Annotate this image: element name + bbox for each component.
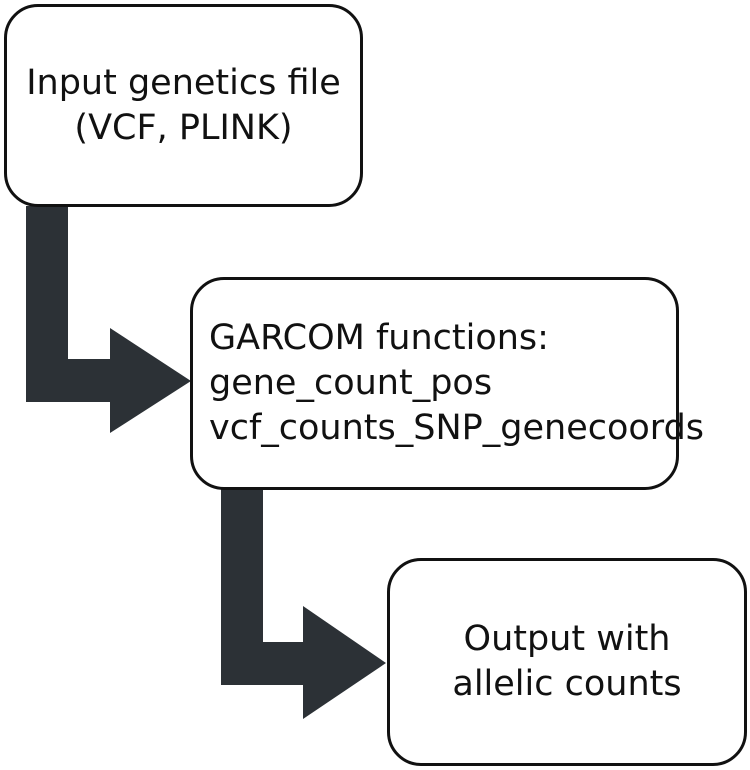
node-text-line: allelic counts <box>452 664 682 704</box>
node-input-genetics-file: Input genetics file (VCF, PLINK) <box>4 4 363 207</box>
node-text-line: Output with <box>463 619 671 659</box>
node-text-line: Input genetics file <box>26 62 341 103</box>
node-text-line: (VCF, PLINK) <box>74 107 293 148</box>
arrow-garcom-to-output-icon <box>221 489 386 719</box>
node-garcom-functions: GARCOM functions: gene_count_pos vcf_cou… <box>190 277 704 490</box>
node-text-line: GARCOM functions: <box>209 318 549 358</box>
arrow-input-to-garcom-icon <box>26 206 191 433</box>
node-text-line: gene_count_pos <box>209 363 493 403</box>
node-text-line: vcf_counts_SNP_genecoords <box>209 408 705 448</box>
node-output-allelic-counts: Output with allelic counts <box>387 558 747 766</box>
